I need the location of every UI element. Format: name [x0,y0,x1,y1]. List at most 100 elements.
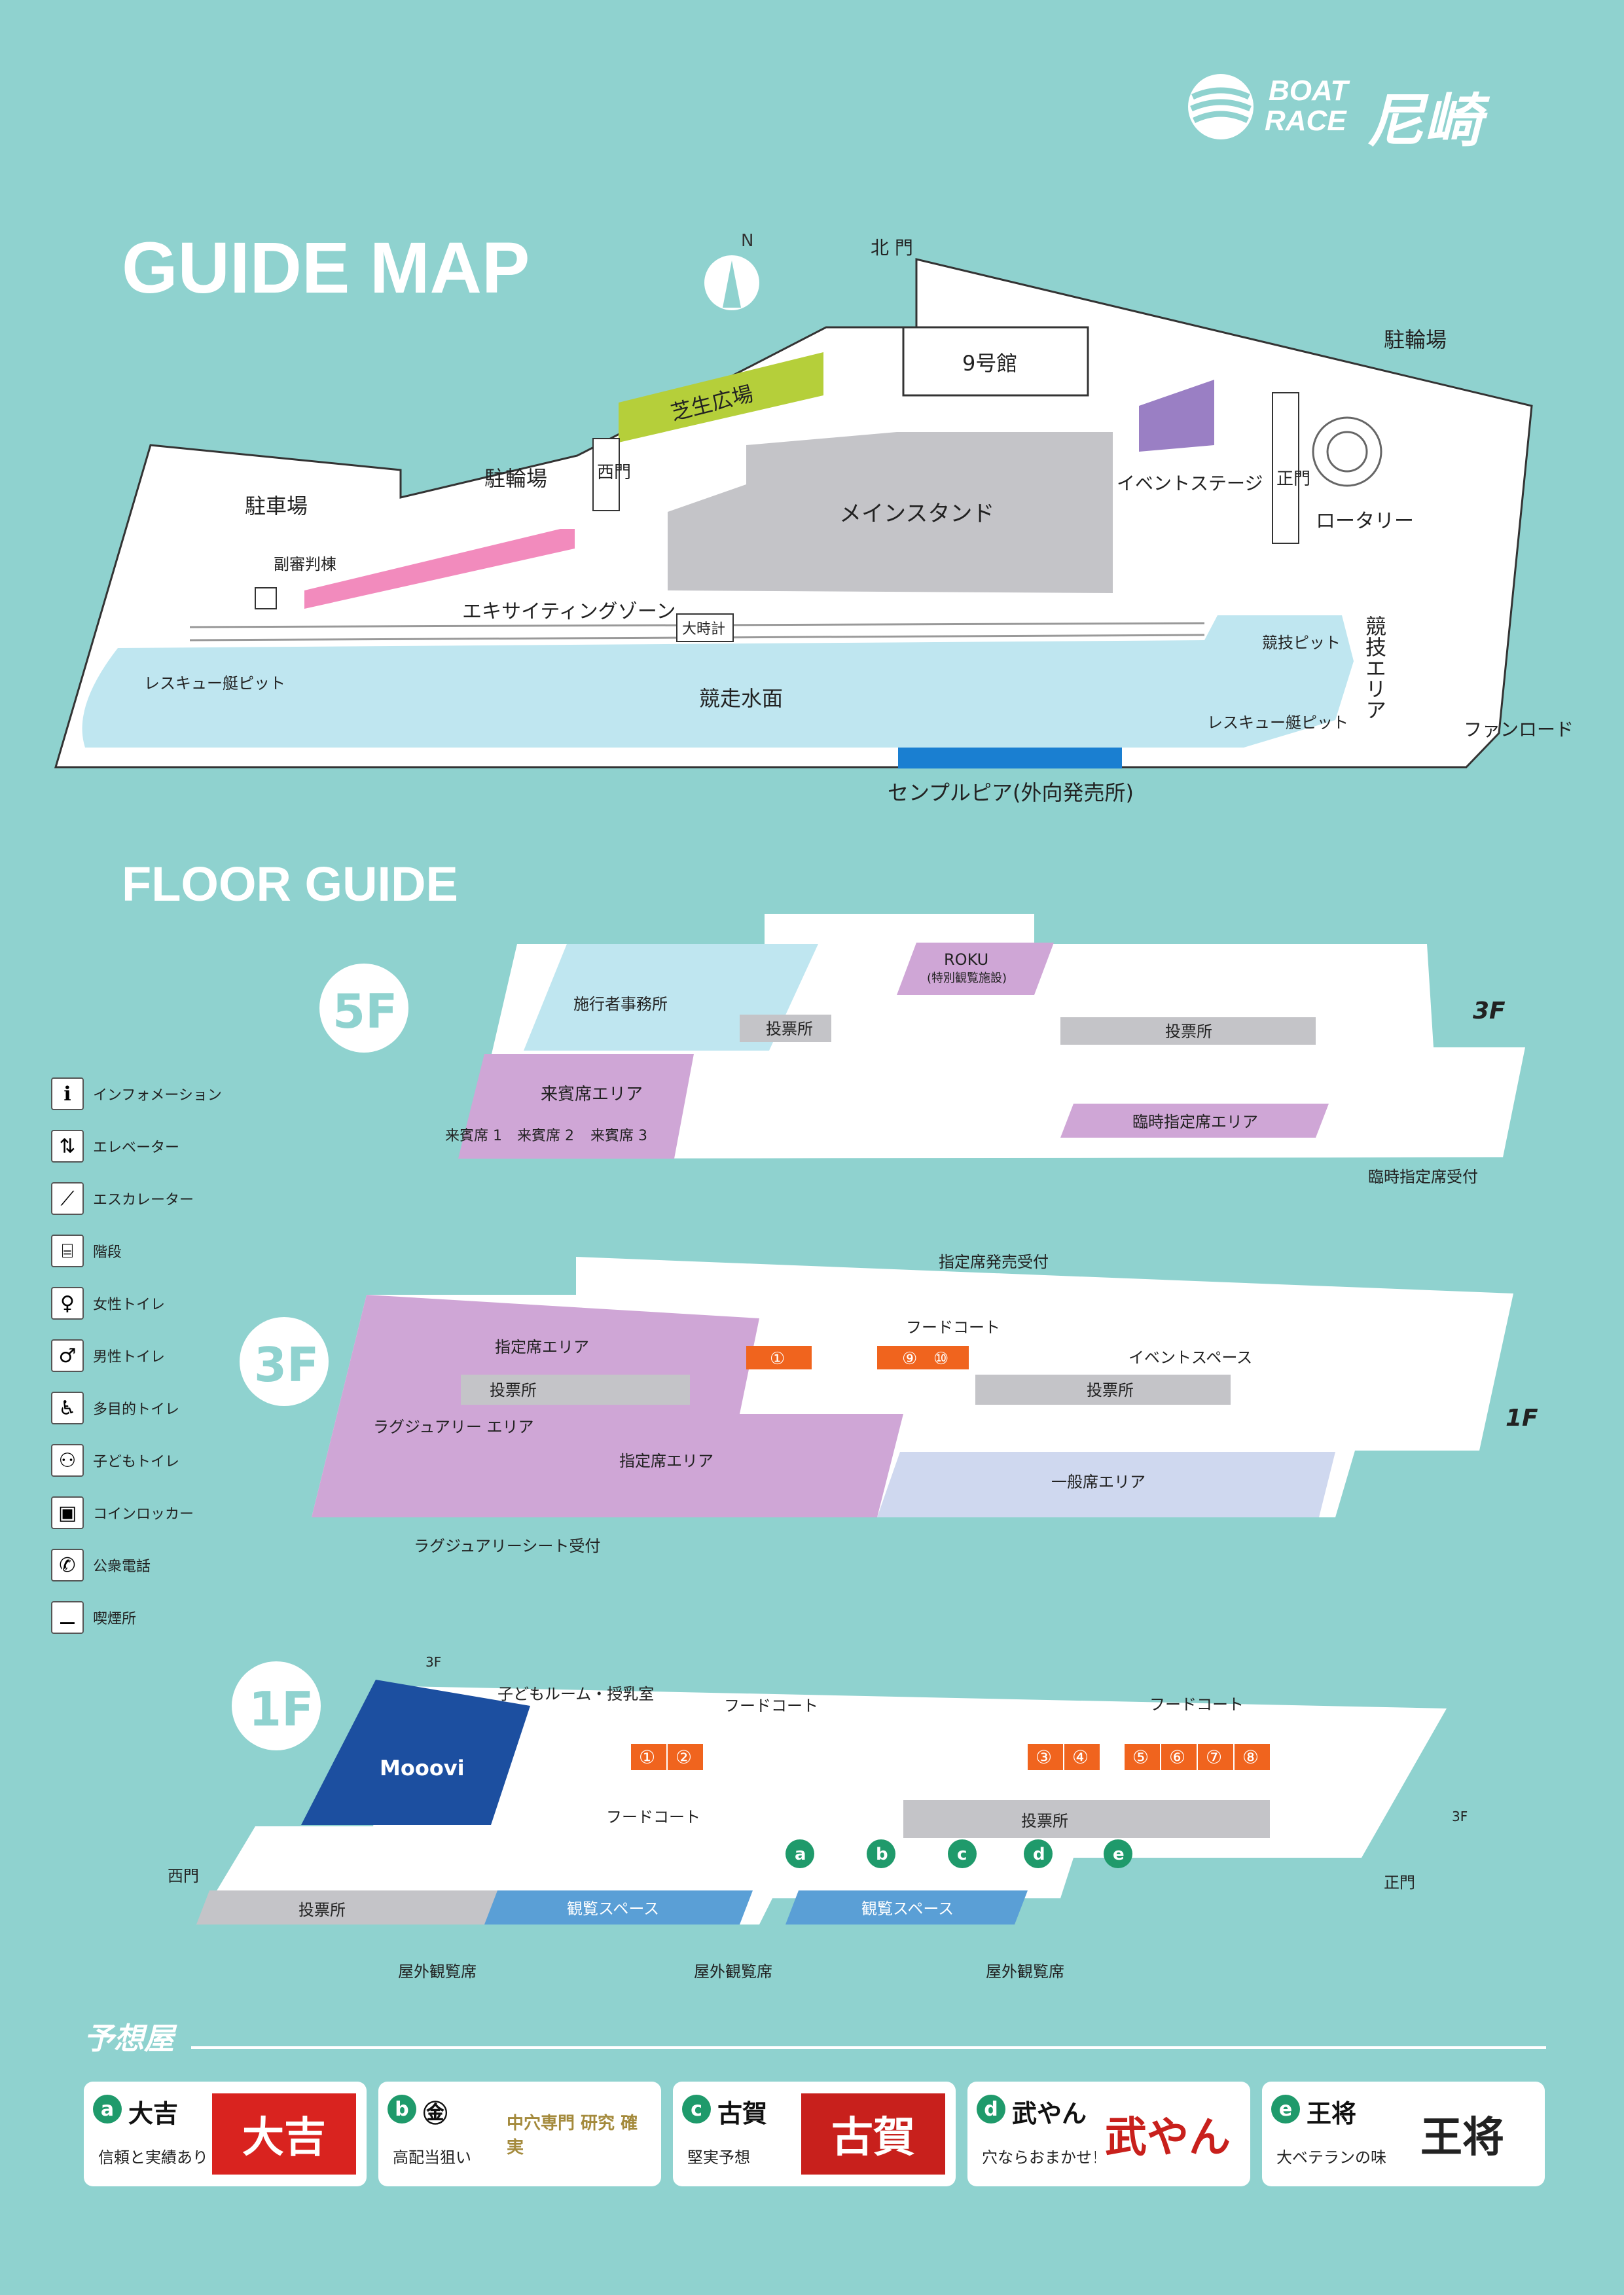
label-vote-5f-1: 投票所 [766,1020,813,1038]
tipster-name: ㊎ [423,2099,448,2128]
label-mainstand: メインスタンド [839,501,994,527]
vote-5f-1 [740,1015,831,1042]
tipster-desc: 大ベテランの味 [1276,2148,1386,2167]
legend-label: コインロッカー [93,1506,194,1523]
tipster-letter: c [682,2095,711,2123]
stall-letter: b [876,1845,888,1864]
pier-building [898,748,1122,768]
label-clock: 大時計 [682,621,725,638]
brand-place: 尼崎 [1367,88,1483,153]
floor-maps: 5F 施行者事務所 ROKU (特別観覧施設) 投票所 投票所 来賓席エリア 来… [168,914,1538,1981]
legend-label: 多目的トイレ [93,1401,180,1418]
tipster-desc: 堅実予想 [687,2148,750,2167]
label-food-1f-1: フードコート [724,1697,818,1715]
label-temp-desk: 臨時指定席受付 [1368,1168,1478,1186]
guide-map: N 北 門 9号館 芝生広場 駐輪場 駐輪場 駐車場 西門 メインスタンド イベ… [54,231,1574,805]
label-vote-1f-2: 投票所 [1021,1812,1068,1830]
label-bicycle1: 駐輪場 [1384,327,1447,352]
phone-icon: ✆ [51,1549,84,1581]
view-1f-1 [484,1890,753,1925]
general-area [877,1452,1335,1517]
shop-3f-9-10 [877,1346,969,1369]
tipster-letter: b [388,2095,416,2123]
legend-label: 女性トイレ [93,1297,166,1313]
legend-item: ⌸階段 [51,1232,122,1270]
label-outdoor-3: 屋外観覧席 [986,1962,1064,1981]
tipster-logo: 大吉 [212,2093,356,2175]
stall-letter: a [795,1845,806,1864]
shop-block [668,1744,703,1770]
label-roku-sub: (特別観覧施設) [927,971,1007,985]
label-event-3f: イベントスペース [1128,1348,1252,1367]
main-gate [1272,392,1299,544]
elevator-icon: ⇅ [51,1130,84,1163]
label-view-1f-1: 観覧スペース [567,1900,659,1918]
brand-boat: BOAT [1269,75,1348,107]
label-guest2: 来賓席 2 [517,1128,574,1144]
guide-map-title: GUIDE MAP [122,228,530,308]
floor-label-3f: 3F [254,1337,319,1392]
vote-3f-2 [975,1375,1231,1405]
north-label: N [741,231,753,251]
shop-label-3f-10: ⑩ [933,1349,948,1369]
view-1f-2 [785,1890,1028,1925]
shop-block [631,1744,666,1770]
label-bldg9: 9号館 [962,351,1017,376]
legend-item: ♂男性トイレ [51,1337,165,1375]
legend-label: 公衆電話 [93,1559,151,1575]
label-area: 競技エリア [1362,615,1387,720]
turf-plaza [619,352,823,443]
legend-item: ✆ 公衆電話 [51,1546,151,1584]
label-temp: 臨時指定席エリア [1132,1113,1258,1131]
legend-label: エレベーター [93,1140,180,1156]
legend-item: ⟋ エスカレーター [51,1180,194,1218]
male-toilet-icon: ♂ [51,1339,84,1372]
floor-badge-1f [232,1661,321,1750]
female-toilet-icon: ♀ [51,1287,84,1320]
shop-number: ⑤ [1132,1746,1149,1768]
west-gate [592,438,620,511]
label-to3f-b: 3F [1452,1809,1468,1824]
tipster-desc: 信頼と実績あり [98,2148,208,2167]
tipster-desc: 高配当狙い [393,2148,471,2167]
legend-label: 喫煙所 [93,1611,137,1627]
label-rotary: ロータリー [1316,510,1414,533]
label-guest3: 来賓席 3 [590,1128,647,1144]
stall-marker [1104,1839,1132,1868]
tipster-name: 古賀 [717,2099,768,2128]
roku [897,943,1054,995]
label-kitamon: 北 門 [871,237,913,259]
label-office: 施行者事務所 [573,995,668,1013]
tipster-letter: a [93,2095,122,2123]
shop-block [1161,1744,1197,1770]
label-mooovi: Mooovi [380,1756,465,1780]
judge-building [255,587,277,609]
label-west-gate: 西門 [168,1867,199,1885]
smoking-icon: ⚊ [51,1601,84,1634]
label-shomon: 正門 [1276,469,1310,489]
shop-block [1028,1744,1063,1770]
tipster-letter: e [1271,2095,1300,2123]
label-to3f: 3F [1473,998,1506,1024]
label-vote-5f-2: 投票所 [1165,1022,1212,1041]
label-parking: 駐車場 [245,494,308,518]
escalator-icon: ⟋ [51,1182,84,1215]
tipster-name: 大吉 [128,2099,179,2128]
legend-item: ⚊ 喫煙所 [51,1599,136,1636]
legend-label: エスカレーター [93,1192,194,1208]
legend-item: ▣コインロッカー [51,1494,194,1532]
shop-number: ⑧ [1242,1746,1259,1768]
legend-label: インフォメーション [93,1087,222,1104]
vote-1f-2 [903,1800,1270,1838]
legend-item: ⚇子どもトイレ [51,1441,179,1479]
label-reserved-sales: 指定席発売受付 [939,1253,1049,1271]
legend-item: ⇅ エレベーター [51,1127,179,1165]
